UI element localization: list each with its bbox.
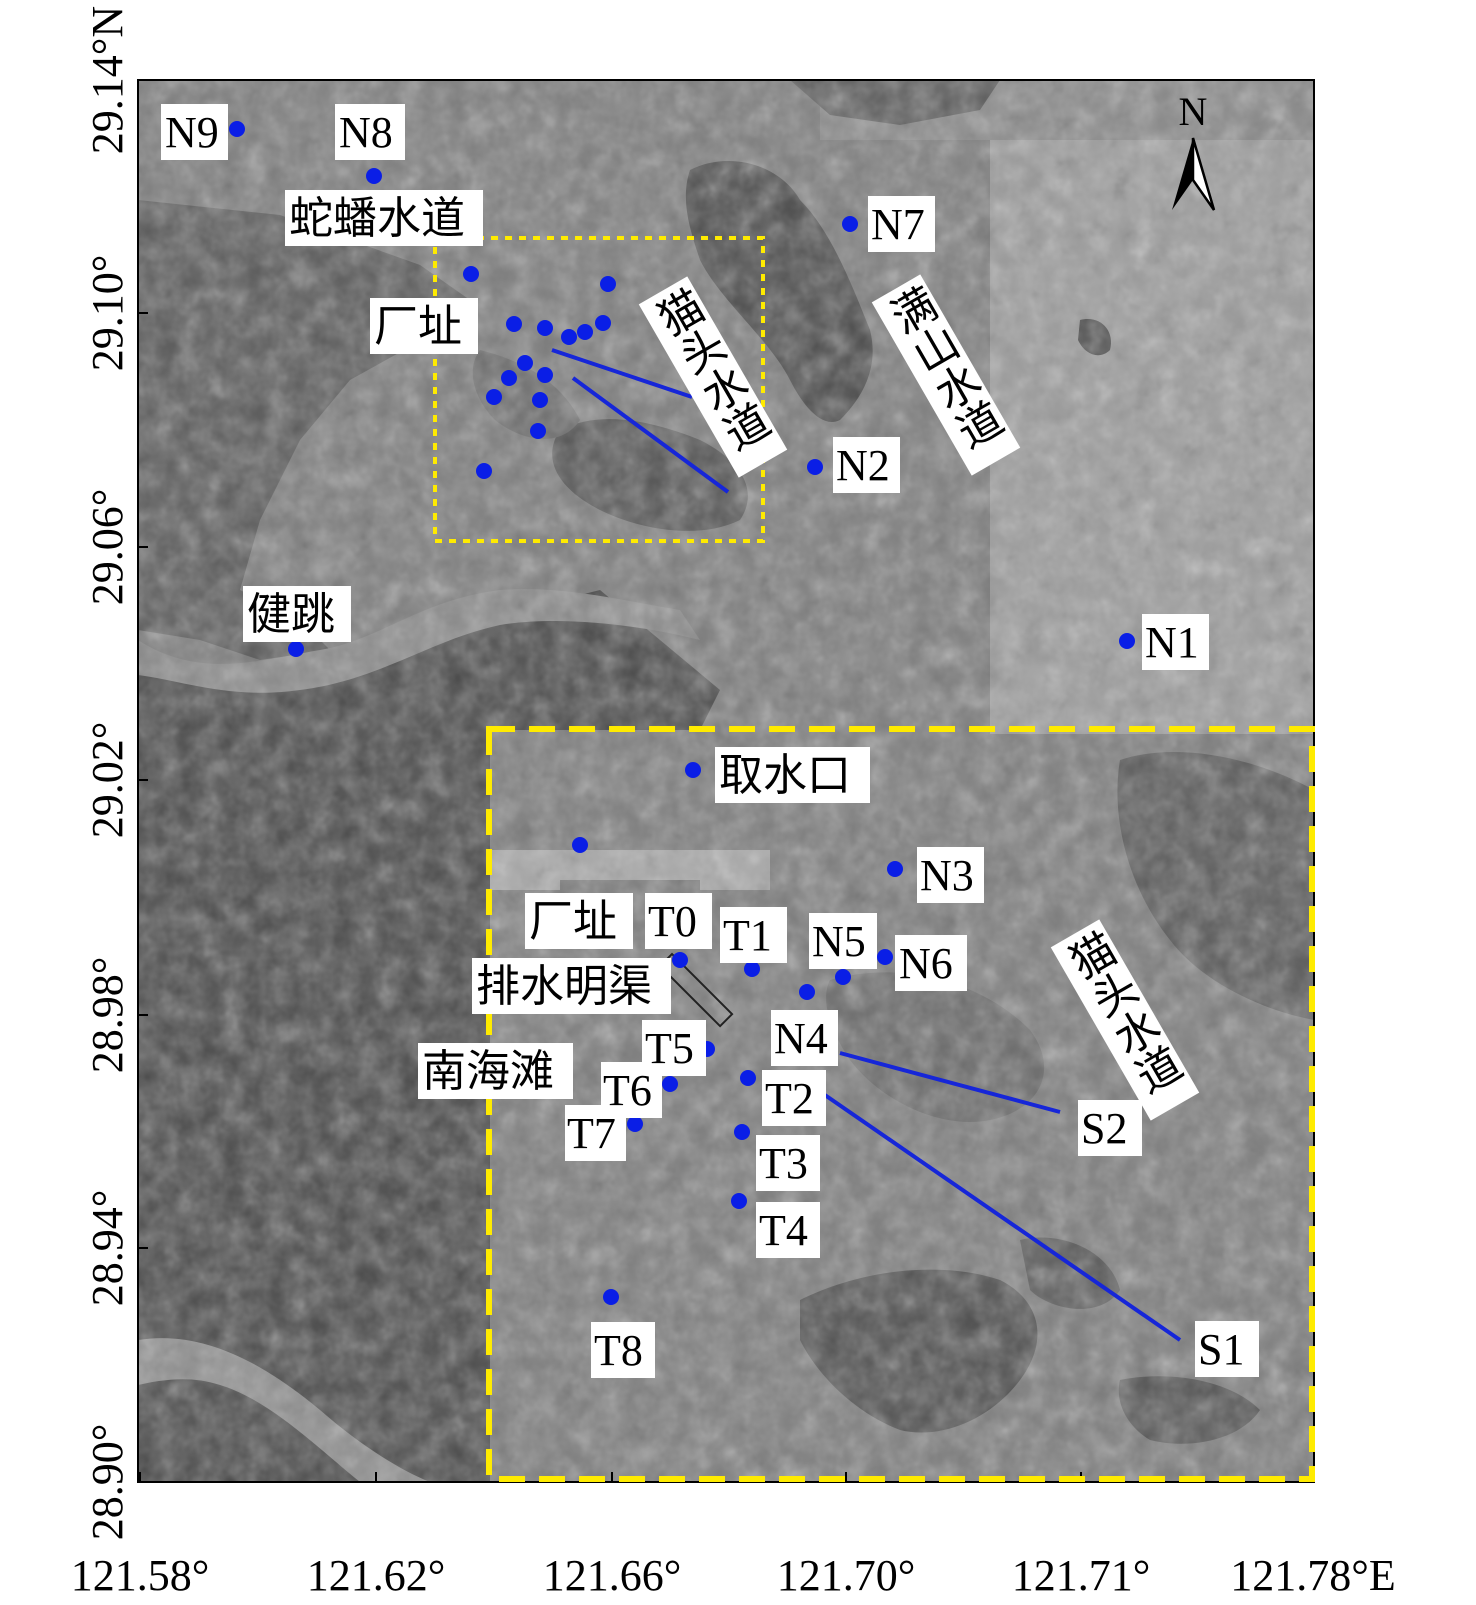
label-t2: T2: [765, 1074, 814, 1123]
station-dot-t0: [672, 952, 688, 968]
label-n4: N4: [774, 1014, 828, 1063]
x-tick-label: 121.62°: [307, 1551, 446, 1600]
label-site-south: 厂址: [529, 897, 617, 946]
transect-line-n1: [551, 348, 693, 399]
station-dot-t4: [731, 1193, 747, 1209]
y-axis-ticks: [138, 79, 148, 1483]
label-intake: 取水口: [719, 751, 851, 800]
x-tick-label: 121.70°: [777, 1551, 916, 1600]
x-tick-label: 121.66°: [543, 1551, 682, 1600]
label-t0: T0: [648, 897, 697, 946]
north-arrow-icon: N: [1172, 89, 1216, 211]
label-n2: N2: [836, 441, 890, 490]
label-jiantiao: 健跳: [247, 590, 335, 639]
station-dot-n4: [799, 984, 815, 1000]
label-t5: T5: [645, 1024, 694, 1073]
y-tick-label: 29.06°: [83, 489, 132, 606]
label-n9: N9: [165, 108, 219, 157]
y-axis-labels: 29.14°N 29.10° 29.06° 29.02° 28.98° 28.9…: [83, 6, 132, 1540]
label-n8: N8: [339, 108, 393, 157]
label-bg-maotou-north: [638, 276, 788, 478]
station-dot-a7: [595, 315, 611, 331]
station-dot-a3: [506, 316, 522, 332]
station-dot-t8: [603, 1289, 619, 1305]
label-sheban-channel: 蛇蟠水道: [289, 194, 465, 243]
station-dot-a12: [532, 392, 548, 408]
station-dot-a14: [476, 463, 492, 479]
y-tick-label: 28.98°: [83, 957, 132, 1074]
transect-line-s1: [820, 1091, 1182, 1342]
station-dot-a8: [517, 355, 533, 371]
label-backgrounds: [161, 104, 1259, 1378]
label-nanhaitan: 南海滩: [422, 1047, 554, 1096]
label-t7: T7: [567, 1109, 616, 1158]
station-dot-t2: [740, 1070, 756, 1086]
label-t3: T3: [759, 1139, 808, 1188]
y-tick-label: 29.10°: [83, 255, 132, 372]
x-axis-labels: 121.58° 121.62° 121.66° 121.70° 121.71° …: [71, 1551, 1396, 1600]
transect-line-s2: [839, 1051, 1061, 1114]
station-dot-a4: [537, 320, 553, 336]
station-dot-n7: [842, 216, 858, 232]
transect-line-n2: [571, 376, 730, 494]
station-dot-a10: [537, 367, 553, 383]
label-s1: S1: [1198, 1325, 1244, 1374]
station-dot-t3: [734, 1124, 750, 1140]
x-tick-label: 121.58°: [71, 1551, 210, 1600]
label-n5: N5: [812, 917, 866, 966]
station-dot-n6: [877, 949, 893, 965]
station-dot-t6: [662, 1076, 678, 1092]
station-dot-n1: [1119, 633, 1135, 649]
station-dot-t7: [627, 1116, 643, 1132]
y-tick-label: 28.94°: [83, 1190, 132, 1307]
y-tick-label: 29.14°N: [83, 6, 132, 154]
label-t6: T6: [603, 1066, 652, 1115]
south-study-box: [486, 726, 1315, 1482]
label-n1: N1: [1145, 618, 1199, 667]
station-dot-intake: [685, 762, 701, 778]
station-dot-n5: [835, 969, 851, 985]
station-dot-n8: [366, 168, 382, 184]
station-dot-a6: [577, 324, 593, 340]
label-n3: N3: [920, 851, 974, 900]
label-outfall-channel: 排水明渠: [476, 962, 652, 1011]
x-tick-label: 121.71°: [1012, 1551, 1151, 1600]
north-arrow-label: N: [1179, 89, 1208, 134]
station-dots: [229, 121, 1135, 1305]
satellite-image: [138, 80, 1314, 1482]
label-t4: T4: [759, 1206, 808, 1255]
station-dot-a1: [463, 266, 479, 282]
station-dot-a11: [486, 389, 502, 405]
transect-lines: [551, 348, 1182, 1342]
label-s2: S2: [1081, 1104, 1127, 1153]
label-t1: T1: [723, 911, 772, 960]
y-tick-label: 29.02°: [83, 722, 132, 839]
y-tick-label: 28.90°: [83, 1424, 132, 1541]
station-dot-a2: [600, 276, 616, 292]
label-n7: N7: [871, 200, 925, 249]
station-dot-n3: [887, 861, 903, 877]
label-n6: N6: [899, 939, 953, 988]
station-dot-a9: [501, 370, 517, 386]
station-dot-n2: [807, 459, 823, 475]
label-bg-maotou-south: [1050, 919, 1200, 1121]
label-t8: T8: [594, 1326, 643, 1375]
north-study-box: [433, 236, 765, 543]
station-dot-a5: [561, 329, 577, 345]
station-dot-b1: [572, 837, 588, 853]
station-dot-t1: [744, 961, 760, 977]
station-dot-a13: [530, 423, 546, 439]
label-bg-manshan: [871, 274, 1021, 476]
station-dot-n9: [229, 121, 245, 137]
station-dot-jiantiao: [288, 641, 304, 657]
x-tick-label: 121.78°E: [1230, 1551, 1395, 1600]
label-site-north: 厂址: [374, 302, 462, 351]
